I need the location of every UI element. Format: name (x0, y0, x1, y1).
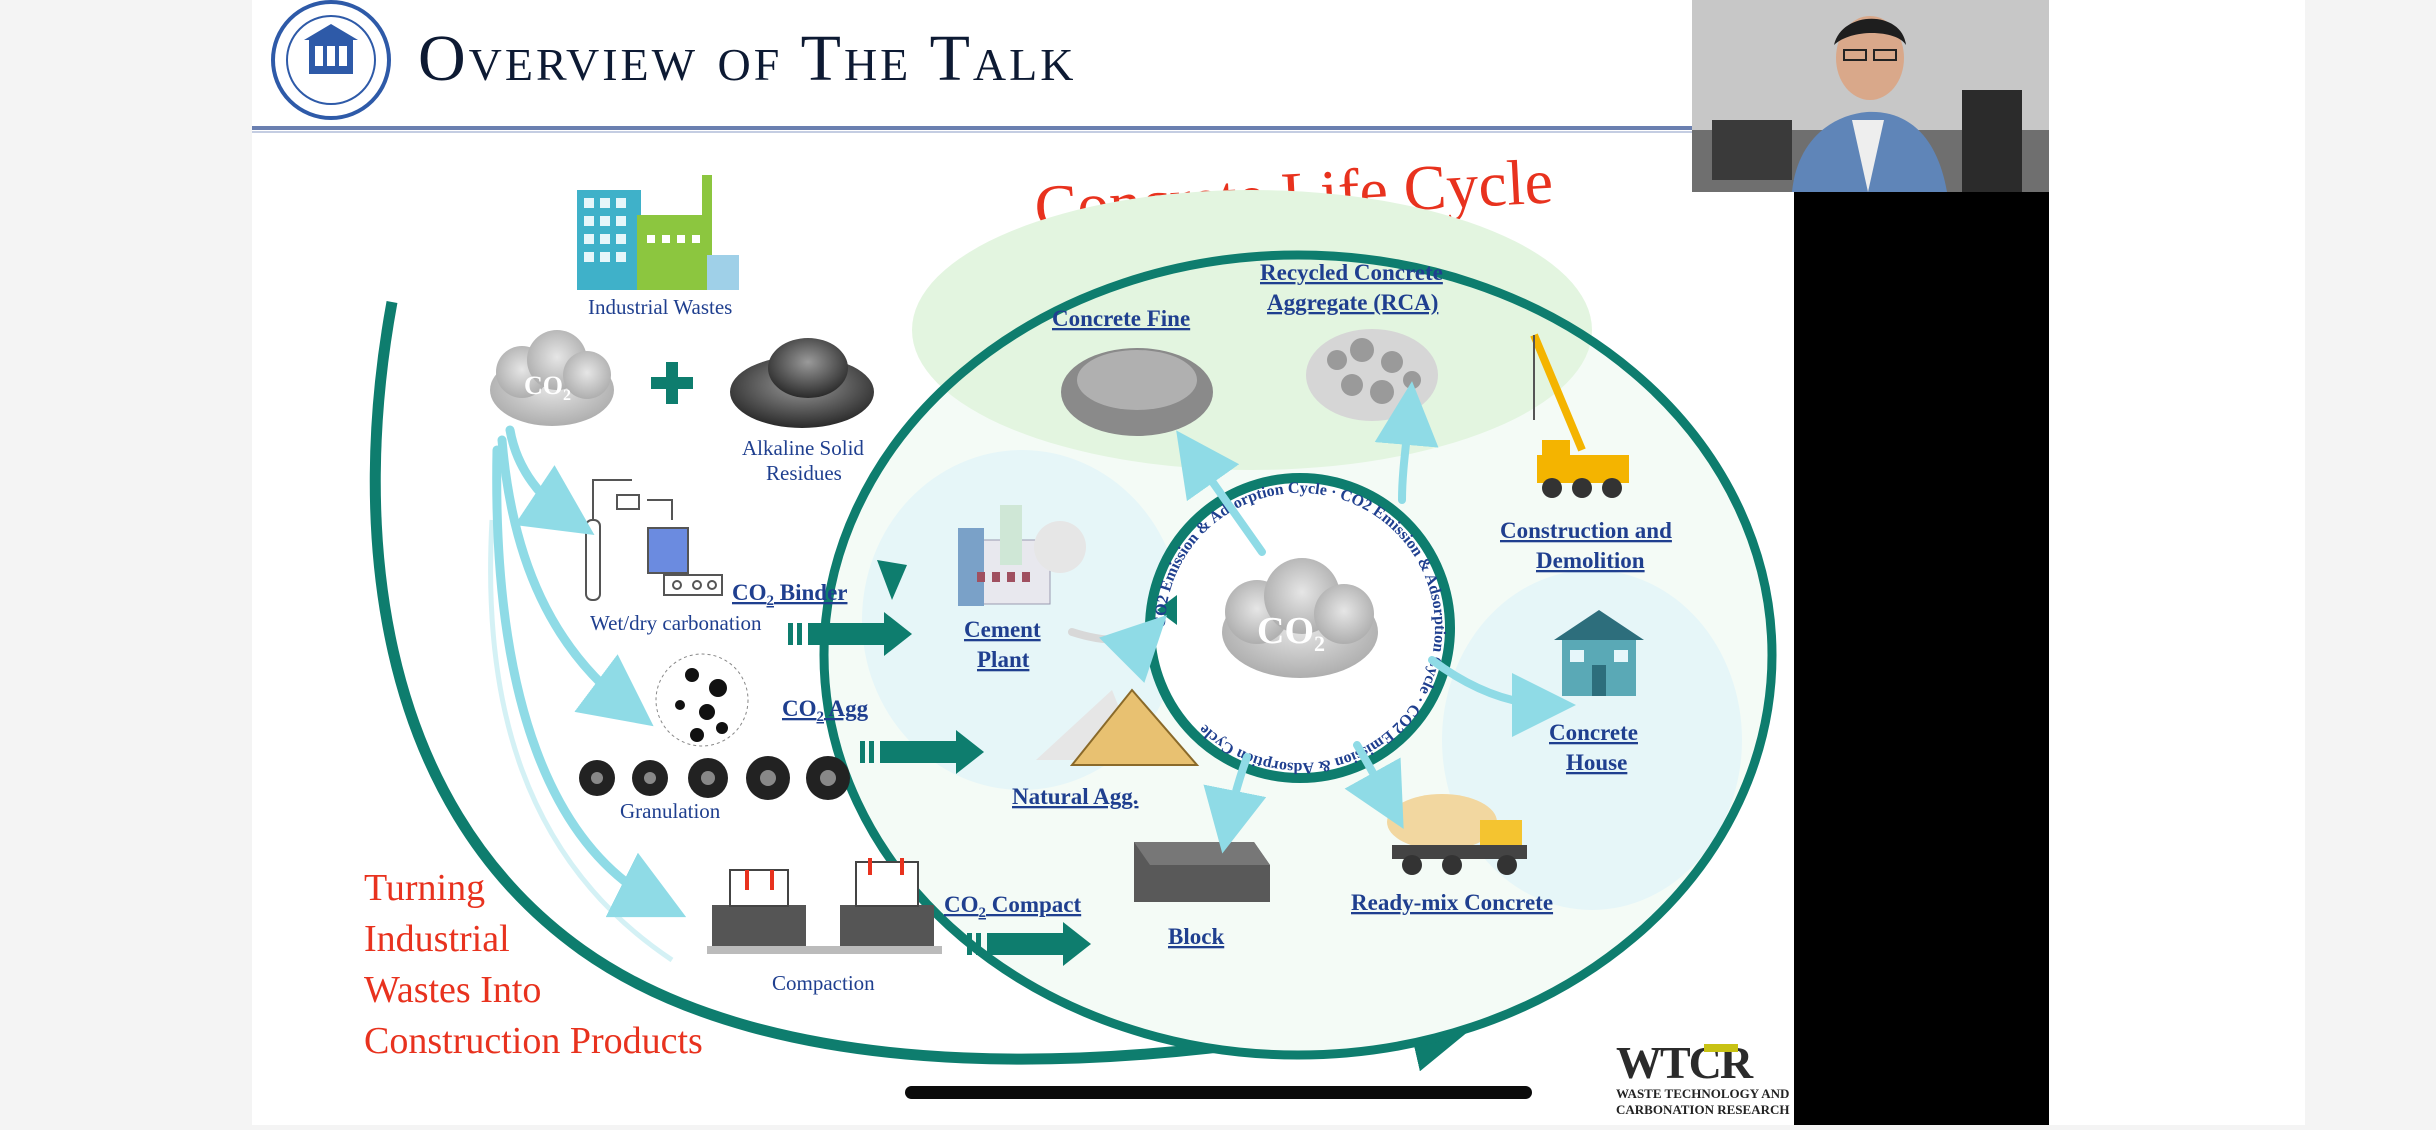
binder-arrow (788, 612, 912, 656)
tagline-line4: Construction Products (364, 1020, 703, 1062)
cement-plant-icon (958, 505, 1086, 606)
co2-compact-link[interactable]: CO2 Compact (944, 892, 1082, 921)
ready-mix-link[interactable]: Ready-mix Concrete (1351, 890, 1553, 915)
natural-agg-link[interactable]: Natural Agg. (1012, 784, 1139, 809)
co2-ring-arrow (1157, 595, 1177, 625)
slide-title: Overview of The Talk (418, 22, 1076, 95)
life-cycle-circle (819, 250, 1777, 1060)
house-icon (1554, 610, 1644, 696)
agg-arrow (860, 730, 984, 774)
rca-link-line2[interactable]: Aggregate (RCA) (1267, 290, 1438, 315)
compaction-label: Compaction (772, 971, 875, 995)
concrete-fine-link[interactable]: Concrete Fine (1052, 306, 1190, 331)
center-co2-cloud-icon (1222, 558, 1378, 678)
granulation-icon (579, 653, 850, 800)
rca-link-line1[interactable]: Recycled Concrete (1260, 260, 1443, 285)
tagline-line1: Turning (364, 867, 485, 909)
title-underline-light (252, 131, 1692, 133)
tagline-line3: Wastes Into (364, 969, 541, 1011)
carbonation-apparatus-icon (585, 479, 723, 601)
wtcr-line2: CARBONATION RESEARCH (1616, 1102, 1789, 1117)
crane-truck-icon (1530, 333, 1629, 498)
co2-cloud-icon (490, 330, 614, 426)
tagline-line2: Industrial (364, 918, 510, 960)
industrial-wastes-label: Industrial Wastes (588, 295, 732, 319)
mixer-truck-icon (1387, 794, 1527, 875)
block-link[interactable]: Block (1168, 924, 1224, 949)
wtcr-logo: WTCR WASTE TECHNOLOGY AND CARBONATION RE… (1612, 1030, 1792, 1122)
rca-rocks-icon (1306, 329, 1438, 421)
co2-agg-link[interactable]: CO2 Agg (782, 696, 869, 725)
center-co2-label: CO2 (1257, 610, 1325, 656)
cement-plant-link-line2[interactable]: Plant (977, 647, 1030, 672)
presenter-avatar (1792, 16, 1947, 192)
webcam-overlay (1692, 0, 2049, 192)
cnd-link-line1[interactable]: Construction and (1500, 518, 1672, 543)
university-seal-icon (271, 0, 391, 120)
cement-plant-link-line1[interactable]: Cement (964, 617, 1041, 642)
wtcr-line1: WASTE TECHNOLOGY AND (1616, 1086, 1789, 1101)
house-link-line2[interactable]: House (1566, 750, 1627, 775)
circle-arrow-head (877, 560, 907, 600)
left-flow-arrows (492, 425, 687, 918)
concrete-fine-pile-icon (1061, 348, 1213, 436)
home-indicator-bar[interactable] (905, 1086, 1532, 1099)
co2-binder-link[interactable]: CO2 Binder (732, 580, 847, 609)
natural-agg-pile-icon (1036, 688, 1200, 766)
wet-dry-carbonation-label: Wet/dry carbonation (590, 611, 762, 635)
house-link-line1[interactable]: Concrete (1549, 720, 1638, 745)
outer-flow-arrow (369, 301, 1515, 1072)
cnd-link-line2[interactable]: Demolition (1536, 548, 1645, 573)
alkaline-label-line2: Residues (766, 461, 842, 485)
compaction-icon (707, 858, 942, 954)
page-margin-left (0, 0, 130, 1125)
alkaline-label-line1: Alkaline Solid (742, 436, 864, 460)
center-flow-arrows (1068, 381, 1576, 854)
plus-icon (651, 362, 693, 404)
co2-cloud-label: CO2 (524, 371, 571, 404)
compact-arrow (967, 922, 1091, 966)
alkaline-residue-pile-icon (730, 338, 874, 428)
factory-icon (577, 175, 739, 290)
title-underline (252, 126, 1692, 130)
slide: Overview of The Talk Concrete Life Cycle… (252, 0, 1794, 1125)
video-side-panel (1794, 192, 2049, 1125)
page-margin-right (2305, 0, 2436, 1125)
granulation-label: Granulation (620, 799, 721, 823)
block-icon (1134, 842, 1270, 902)
right-page-area (2049, 0, 2305, 1125)
